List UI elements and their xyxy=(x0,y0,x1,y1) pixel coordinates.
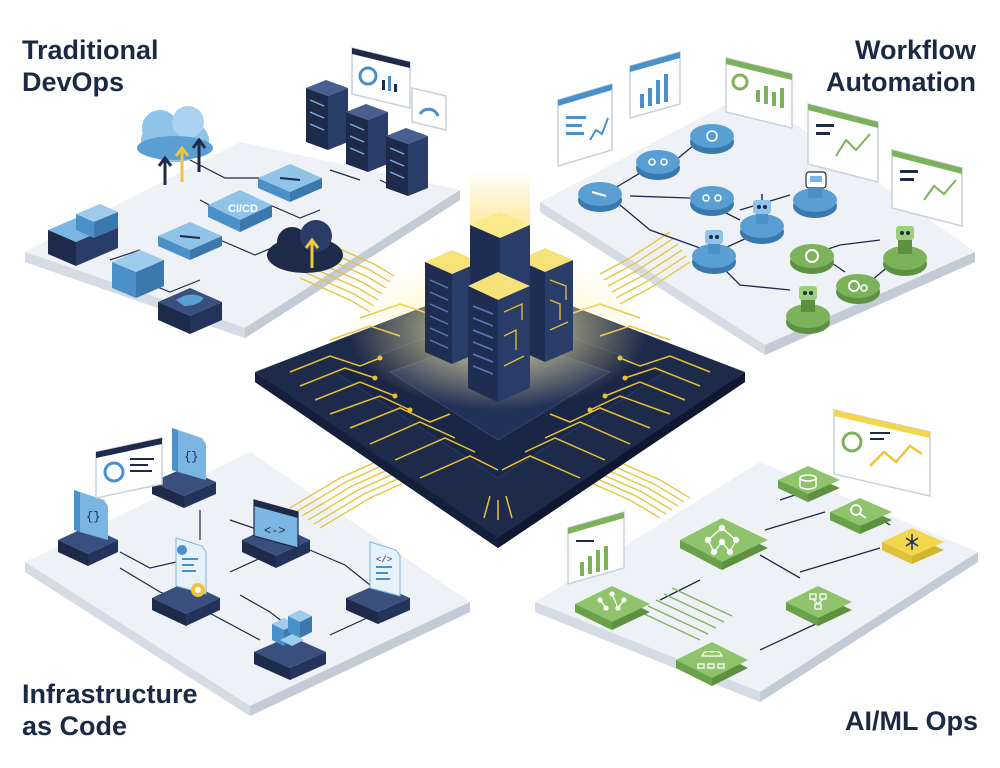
title-line: Automation xyxy=(826,67,976,97)
code-editor-icon: <-> xyxy=(242,499,310,568)
container-icon xyxy=(48,204,118,266)
cicd-node: CI/CD xyxy=(208,190,272,232)
workflow-node xyxy=(690,124,734,154)
dashboard-chart-icon xyxy=(95,437,163,499)
robot-icon xyxy=(793,171,837,218)
dashboard-chart-icon xyxy=(351,47,447,131)
workflow-diagram-node xyxy=(786,586,852,626)
cloud-upload-icon xyxy=(267,220,343,273)
robot-icon xyxy=(883,226,927,276)
dashboard-chart-icon xyxy=(629,51,681,119)
neural-network-icon xyxy=(680,518,768,570)
neural-network-icon xyxy=(575,586,650,630)
server-icon xyxy=(346,104,388,172)
cicd-label: CI/CD xyxy=(228,203,258,215)
code-file-icon: </> xyxy=(346,541,410,624)
server-icon xyxy=(306,80,348,150)
robot-icon xyxy=(740,194,784,244)
server-tower-front xyxy=(468,272,530,402)
title-ai-ml-ops: AI/ML Ops xyxy=(845,705,978,737)
code-file-icon: {} xyxy=(152,428,216,508)
svg-text:</>: </> xyxy=(376,555,392,565)
dashboard-chart-icon xyxy=(567,511,625,585)
infrastructure-blocks-icon xyxy=(254,610,326,680)
search-gear-icon xyxy=(830,498,892,534)
platform-bottom-left xyxy=(25,452,470,716)
dashboard-chart-icon xyxy=(807,103,879,183)
workflow-node xyxy=(690,186,734,216)
traces-to-bottom-left xyxy=(289,459,411,529)
workflow-node xyxy=(578,182,622,212)
title-line: as Code xyxy=(22,711,128,741)
dashboard-chart-icon xyxy=(891,149,963,227)
ai-processor-icon xyxy=(882,528,944,564)
title-workflow-automation: Workflow Automation xyxy=(826,34,976,98)
cloud-upload-icon xyxy=(137,106,213,185)
robot-icon xyxy=(786,286,830,334)
workflow-node xyxy=(636,150,680,180)
docker-whale-icon xyxy=(158,288,222,334)
svg-text:<->: <-> xyxy=(264,524,286,538)
dashboard-chart-icon xyxy=(725,57,793,129)
title-line: Workflow xyxy=(855,35,976,65)
pipeline-node xyxy=(258,164,322,202)
platform-bottom-right xyxy=(535,462,978,702)
code-file-icon: {} xyxy=(58,490,118,566)
server-icon xyxy=(386,128,428,196)
database-node xyxy=(778,466,840,502)
title-line: AI/ML Ops xyxy=(844,706,978,736)
robot-icon xyxy=(692,230,736,274)
title-line: Infrastructure xyxy=(22,679,198,709)
gear-icon xyxy=(790,244,834,274)
title-infrastructure-as-code: Infrastructure as Code xyxy=(22,678,198,742)
pipeline-node xyxy=(158,222,222,260)
svg-text:{}: {} xyxy=(86,510,100,524)
title-line: DevOps xyxy=(22,67,125,97)
title-line: Traditional xyxy=(22,35,159,65)
traces-to-bottom-right xyxy=(579,457,691,519)
br-green-traces xyxy=(639,587,733,641)
dashboard-chart-icon xyxy=(557,82,613,168)
gear-icon xyxy=(836,274,880,304)
container-icon xyxy=(112,250,164,298)
svg-text:{}: {} xyxy=(184,450,198,464)
dashboard-chart-icon xyxy=(833,409,931,497)
cloud-node xyxy=(676,642,748,686)
title-traditional-devops: Traditional DevOps xyxy=(22,34,159,98)
code-file-icon xyxy=(152,537,220,626)
